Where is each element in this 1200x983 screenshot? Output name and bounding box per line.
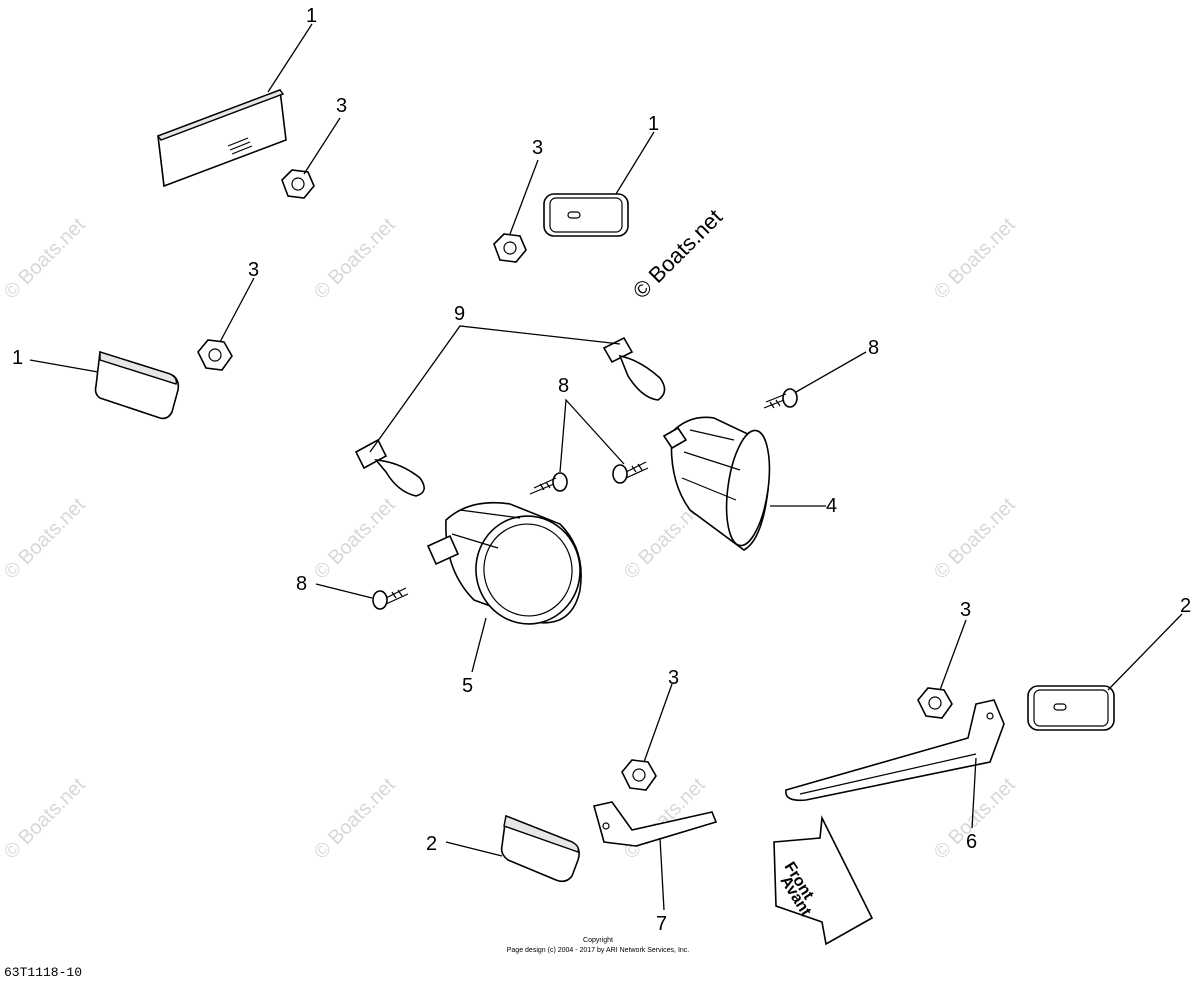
watermark-text: © Boats.net	[930, 214, 1020, 304]
callout-2: 2	[1180, 595, 1191, 617]
callout-3: 3	[960, 599, 971, 621]
callout-3: 3	[248, 259, 259, 281]
bulb-9-lower	[354, 438, 425, 497]
leader-line	[315, 583, 373, 599]
callout-2: 2	[426, 833, 437, 855]
callout-1: 1	[306, 5, 317, 27]
nut-3-left	[197, 339, 233, 371]
bulb-9-upper	[602, 336, 666, 401]
reflector-1-left	[94, 350, 180, 420]
leader-line	[1107, 613, 1183, 691]
watermark-text: © Boats.net	[930, 494, 1020, 584]
leader-line	[219, 277, 255, 343]
nut-3-right	[917, 687, 953, 719]
leader-line	[29, 359, 99, 373]
screw-8-center-right	[612, 461, 649, 484]
watermark-text: © Boats.net	[0, 214, 90, 304]
callout-1: 1	[648, 113, 659, 135]
screw-8-right	[763, 388, 798, 409]
watermark-text: © Boats.net	[0, 494, 90, 584]
screw-8-lower-left	[372, 587, 409, 610]
watermark-text-center: © Boats.net	[628, 204, 727, 303]
reflector-2-bottom	[500, 814, 580, 883]
lamp-4	[662, 416, 771, 551]
bracket-6	[785, 699, 1005, 802]
reflector-1-top-center	[543, 193, 629, 237]
copyright-title: Copyright	[583, 937, 613, 944]
diagram-code: 63T1118-10	[4, 965, 82, 980]
leader-line	[303, 117, 341, 175]
watermark-text: © Boats.net	[310, 214, 400, 304]
reflector-1-top-left	[156, 88, 287, 188]
leader-line	[615, 131, 655, 195]
leader-line	[971, 757, 977, 829]
leader-line	[471, 617, 487, 673]
leader-line	[795, 351, 867, 393]
callout-9: 9	[454, 303, 465, 325]
nut-3-bottom	[621, 759, 657, 791]
leader-line	[445, 841, 503, 857]
callout-3: 3	[532, 137, 543, 159]
callout-1: 1	[12, 347, 23, 369]
callout-6: 6	[966, 831, 977, 853]
callout-8: 8	[296, 573, 307, 595]
leader-line	[559, 398, 625, 473]
nut-3-top-left	[281, 169, 315, 199]
screw-8-center-left	[529, 472, 568, 495]
bracket-7	[593, 801, 718, 847]
leader-line	[939, 619, 967, 691]
copyright-line: Page design (c) 2004 - 2017 by ARI Netwo…	[507, 947, 690, 954]
front-direction-arrow: Front Avant	[773, 815, 874, 946]
leader-line	[509, 159, 539, 235]
callout-3: 3	[668, 667, 679, 689]
callout-7: 7	[656, 913, 667, 935]
watermark-text: © Boats.net	[0, 774, 90, 864]
callout-3: 3	[336, 95, 347, 117]
leader-line	[267, 23, 313, 93]
callout-8: 8	[868, 337, 879, 359]
watermark-text: © Boats.net	[310, 494, 400, 584]
callout-4: 4	[826, 495, 837, 517]
nut-3-top-center	[493, 233, 527, 263]
callout-8: 8	[558, 375, 569, 397]
leader-line	[369, 325, 621, 453]
leader-line	[643, 683, 673, 763]
lamp-5	[426, 501, 582, 625]
callout-5: 5	[462, 675, 473, 697]
reflector-2-right	[1027, 685, 1115, 731]
leader-line	[659, 837, 665, 911]
watermark-text: © Boats.net	[310, 774, 400, 864]
